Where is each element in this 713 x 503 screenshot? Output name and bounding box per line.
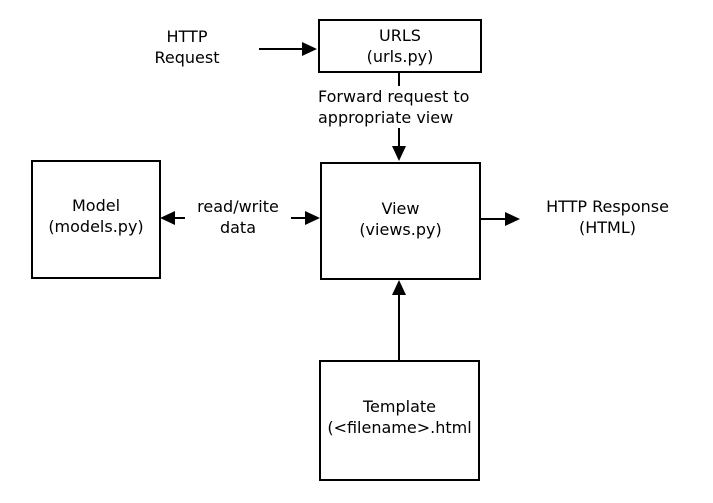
label-read-write-data: read/write data: [185, 196, 291, 238]
label-http-request-line1: HTTP: [166, 27, 208, 46]
node-template: Template (<filename>.html: [319, 360, 480, 481]
label-http-request-line2: Request: [154, 48, 220, 67]
label-forward-request: Forward request to appropriate view: [318, 86, 490, 128]
label-forward-request-line2: appropriate view: [318, 108, 454, 127]
arrow-template-to-view-head-icon: [392, 280, 406, 295]
arrow-view-to-response-head-icon: [505, 212, 520, 226]
label-http-response: HTTP Response (HTML): [530, 196, 685, 238]
node-view: View (views.py): [320, 162, 481, 280]
arrow-urls-to-view-head-icon: [392, 146, 406, 161]
arrow-model-view-right-head-icon: [305, 211, 320, 225]
node-urls-subtitle: (urls.py): [366, 47, 434, 66]
node-view-subtitle: (views.py): [359, 220, 442, 239]
label-forward-request-line1: Forward request to: [318, 87, 470, 106]
label-http-response-line1: HTTP Response: [546, 197, 669, 216]
node-template-subtitle: (<filename>.html: [327, 417, 472, 437]
node-model-subtitle: (models.py): [48, 216, 144, 236]
label-read-write-data-line2: data: [219, 218, 257, 237]
node-view-title: View: [381, 199, 420, 218]
node-urls-title: URLS: [379, 26, 421, 45]
node-urls: URLS (urls.py): [318, 19, 482, 73]
node-template-title: Template: [362, 396, 436, 416]
node-model-title: Model: [71, 195, 121, 215]
label-http-request: HTTP Request: [127, 26, 247, 68]
arrow-model-view-left-head-icon: [160, 211, 175, 225]
arrow-template-to-view-line: [398, 294, 400, 360]
label-http-response-line2: (HTML): [578, 218, 636, 237]
arrow-view-to-response-line: [481, 218, 507, 220]
arrow-request-to-urls-line: [259, 48, 304, 50]
arrow-request-to-urls-head-icon: [302, 42, 317, 56]
label-read-write-data-line1: read/write: [197, 197, 279, 216]
node-model: Model (models.py): [31, 160, 161, 279]
